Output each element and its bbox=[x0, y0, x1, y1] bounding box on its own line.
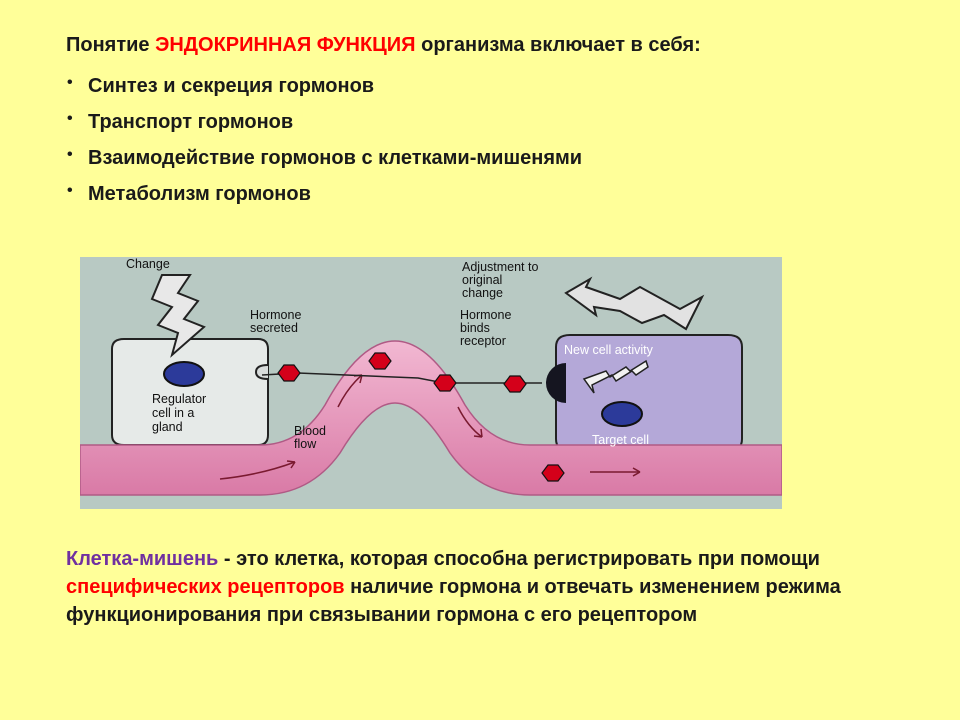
bullet-text: Транспорт гормонов bbox=[88, 111, 294, 133]
label-adjustment: Adjustment to original change bbox=[462, 260, 542, 300]
hormone-icon bbox=[368, 352, 392, 370]
bullet-item: • Метаболизм гормонов bbox=[66, 180, 582, 216]
definition-paragraph: Клетка-мишень - это клетка, которая спос… bbox=[66, 545, 906, 629]
heading-prefix: Понятие bbox=[66, 34, 150, 56]
slide-heading: Понятие ЭНДОКРИННАЯ ФУНКЦИЯ организма вк… bbox=[66, 34, 701, 57]
definition-text-2: наличие гормона и отвечать изменением ре… bbox=[66, 576, 841, 626]
definition-text-1: - это клетка, которая способна регистрир… bbox=[218, 548, 820, 570]
bullet-text: Взаимодействие гормонов с клетками-мишен… bbox=[88, 147, 583, 169]
activity-zigzag-icon bbox=[582, 359, 649, 394]
target-cell bbox=[546, 334, 743, 452]
label-target-cell: Target cell bbox=[592, 433, 649, 447]
bullet-dot-icon: • bbox=[67, 146, 73, 163]
endocrine-diagram: Change Adjustment to original change Hor… bbox=[80, 257, 782, 509]
label-hormone-binds: Hormone binds receptor bbox=[460, 308, 515, 348]
bullet-item: • Транспорт гормонов bbox=[66, 108, 582, 144]
definition-highlight: специфических рецепторов bbox=[66, 576, 345, 598]
label-blood-flow: Blood flow bbox=[294, 424, 329, 451]
hormone-icon bbox=[277, 364, 301, 382]
label-regulator-cell: Regulator cell in a gland bbox=[152, 392, 210, 434]
bullet-text: Синтез и секреция гормонов bbox=[88, 75, 375, 97]
hormone-molecules bbox=[277, 352, 565, 482]
label-change: Change bbox=[126, 257, 170, 271]
label-new-cell-activity: New cell activity bbox=[564, 343, 654, 357]
bullet-list: • Синтез и секреция гормонов • Транспорт г… bbox=[66, 72, 582, 216]
bullet-text: Метаболизм гормонов bbox=[88, 183, 311, 205]
regulator-nucleus bbox=[163, 361, 205, 387]
adjustment-zigzag-icon bbox=[564, 276, 705, 331]
definition-term: Клетка-мишень bbox=[66, 548, 219, 570]
regulator-cell bbox=[111, 338, 269, 446]
label-hormone-secreted: Hormone secreted bbox=[250, 308, 305, 335]
hormone-icon bbox=[541, 464, 565, 482]
bullet-item: • Синтез и секреция гормонов bbox=[66, 72, 582, 108]
heading-suffix: организма включает в себя: bbox=[421, 34, 701, 56]
bullet-dot-icon: • bbox=[67, 182, 73, 199]
hormone-icon bbox=[503, 375, 527, 393]
bullet-item: • Взаимодействие гормонов с клетками-мише… bbox=[66, 144, 582, 180]
change-zigzag-icon bbox=[150, 274, 206, 358]
bullet-dot-icon: • bbox=[67, 74, 73, 91]
receptor-icon bbox=[546, 363, 566, 403]
hormone-icon bbox=[433, 374, 457, 392]
bullet-dot-icon: • bbox=[67, 110, 73, 127]
diagram-svg: Change Adjustment to original change Hor… bbox=[80, 257, 782, 496]
target-nucleus bbox=[601, 401, 643, 427]
heading-highlight: ЭНДОКРИННАЯ ФУНКЦИЯ bbox=[155, 34, 416, 56]
